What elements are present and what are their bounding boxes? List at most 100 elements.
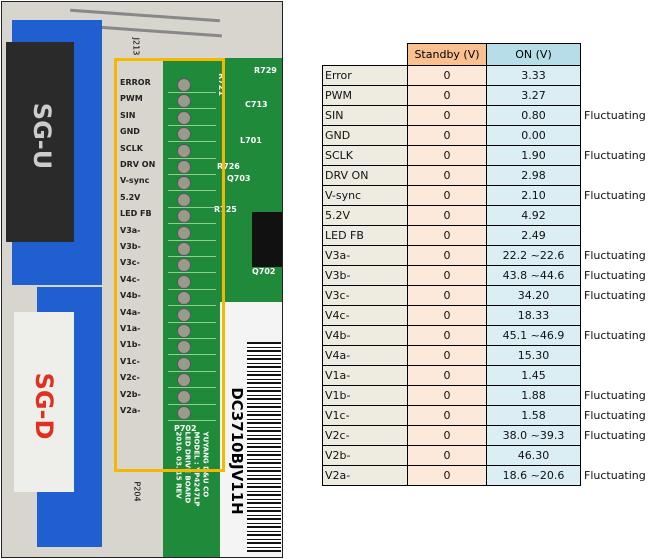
solder-pad: [177, 258, 191, 273]
standby-value: 0: [407, 345, 487, 366]
standby-value: 0: [407, 425, 487, 446]
pin-label: V1a-: [120, 324, 141, 333]
ref-r725: R725: [214, 205, 237, 214]
table-row: Error 0 3.33: [322, 65, 648, 86]
on-value: 1.90: [486, 145, 581, 166]
standby-value: 0: [407, 265, 487, 286]
pcb-trace: [168, 174, 216, 175]
table-row: V2a- 0 18.6 ~20.6 Fluctuating: [322, 465, 648, 486]
pin-label: V3a-: [120, 225, 141, 235]
solder-pad: [177, 143, 191, 158]
pcb-trace: [168, 141, 216, 143]
signal-name: PWM: [322, 85, 408, 106]
pin-label: V-sync: [120, 176, 150, 186]
ref-p204: P204: [132, 481, 142, 502]
note: Fluctuating: [579, 325, 648, 346]
on-value: 0.00: [486, 125, 581, 146]
note: Fluctuating: [579, 105, 648, 126]
note: [579, 445, 648, 466]
note: [579, 205, 648, 226]
table-row: DRV ON 0 2.98: [322, 165, 648, 186]
solder-pad: [177, 110, 191, 125]
signal-name: SCLK: [322, 145, 408, 166]
pcb-trace: [168, 256, 216, 257]
ref-c713: C713: [245, 100, 268, 109]
signal-name: SIN: [322, 105, 408, 126]
pin-label: V1c-: [120, 356, 140, 366]
barcode-text: DC3710BJV11H: [228, 387, 246, 515]
on-value: 15.30: [486, 345, 581, 366]
ref-r729: R729: [254, 66, 277, 75]
header-on: ON (V): [486, 43, 581, 66]
standby-value: 0: [407, 225, 487, 246]
signal-name: DRV ON: [322, 165, 408, 186]
pcb-trace: [168, 403, 216, 405]
on-value: 1.58: [486, 405, 581, 426]
signal-name: V4a-: [322, 345, 408, 366]
signal-name: V1a-: [322, 365, 408, 386]
table-row: PWM 0 3.27: [322, 85, 648, 106]
pin-label: SCLK: [120, 143, 143, 153]
signal-name: V-sync: [322, 185, 408, 206]
table-row: V1b- 0 1.88 Fluctuating: [322, 385, 648, 406]
pcb-trace: [168, 272, 216, 274]
table-row: GND 0 0.00: [322, 125, 648, 146]
table-row: V1c- 0 1.58 Fluctuating: [322, 405, 648, 426]
standby-value: 0: [407, 305, 487, 326]
pcb-trace: [168, 223, 216, 225]
pin-label: ERROR: [120, 78, 151, 87]
pin-label: DRV ON: [120, 160, 156, 169]
note: Fluctuating: [579, 265, 648, 286]
pin-label: V2c-: [120, 373, 140, 383]
note: [579, 65, 648, 86]
table-row: V4b- 0 45.1 ~46.9 Fluctuating: [322, 325, 648, 346]
on-value: 3.27: [486, 85, 581, 106]
connector-bottom-label: SG-D: [30, 372, 58, 440]
on-value: 18.6 ~20.6: [486, 465, 581, 486]
table-row: LED FB 0 2.49: [322, 225, 648, 246]
table-row: V3a- 0 22.2 ~22.6 Fluctuating: [322, 245, 648, 266]
pcb-trace: [168, 239, 216, 241]
solder-pad: [177, 160, 191, 174]
table-row: V3c- 0 34.20 Fluctuating: [322, 285, 648, 306]
standby-value: 0: [407, 85, 487, 106]
signal-name: V2b-: [322, 445, 408, 466]
board-photo: SG-U SG-D J213 P204 DC3710BJV11H R729 R7…: [1, 1, 283, 558]
note: Fluctuating: [579, 185, 648, 206]
pcb-trace: [168, 321, 216, 323]
on-value: 4.92: [486, 205, 581, 226]
signal-name: V3a-: [322, 245, 408, 266]
signal-name: V2a-: [322, 465, 408, 486]
pin-label: V2a-: [120, 406, 141, 415]
ref-q702: Q702: [252, 267, 276, 276]
standby-value: 0: [407, 165, 487, 186]
pcb-trace: [168, 387, 216, 389]
signal-name: Error: [322, 65, 408, 86]
on-value: 1.88: [486, 385, 581, 406]
solder-pad: [177, 192, 191, 207]
note: [579, 305, 648, 326]
standby-value: 0: [407, 445, 487, 466]
ref-l701: L701: [240, 136, 262, 145]
standby-value: 0: [407, 385, 487, 406]
connector-top-body: [6, 42, 74, 242]
on-value: 46.30: [486, 445, 581, 466]
table-row: V2c- 0 38.0 ~39.3 Fluctuating: [322, 425, 648, 446]
barcode: [247, 342, 281, 552]
table-row: V3b- 0 43.8 ~44.6 Fluctuating: [322, 265, 648, 286]
pcb-trace: [168, 288, 216, 290]
pcb-trace: [168, 108, 216, 110]
note: [579, 345, 648, 366]
table-row: V4c- 0 18.33: [322, 305, 648, 326]
solder-pad: [177, 307, 191, 322]
standby-value: 0: [407, 125, 487, 146]
on-value: 0.80: [486, 105, 581, 126]
standby-value: 0: [407, 105, 487, 126]
solder-pad: [177, 291, 191, 306]
standby-value: 0: [407, 465, 487, 486]
on-value: 22.2 ~22.6: [486, 245, 581, 266]
pcb-trace: [168, 124, 216, 126]
solder-pad: [177, 176, 191, 191]
standby-value: 0: [407, 145, 487, 166]
pin-label: 5.2V: [120, 192, 141, 202]
